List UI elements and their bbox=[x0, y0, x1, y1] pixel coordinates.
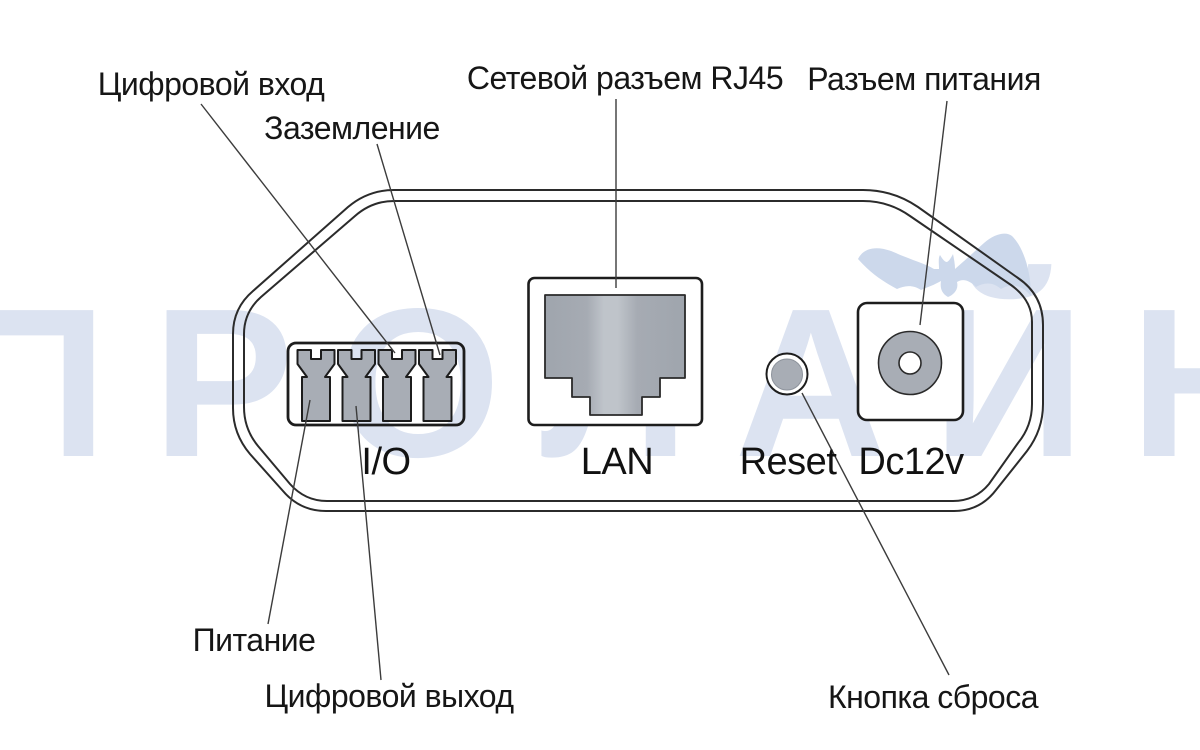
leader-lines bbox=[200, 99, 950, 681]
label-power: Питание bbox=[193, 622, 316, 658]
label-reset: Reset bbox=[740, 441, 838, 483]
io-block-frame bbox=[286, 341, 466, 427]
io-terminal-1 bbox=[296, 349, 336, 422]
device-rear-panel bbox=[232, 189, 1044, 512]
label-ground: Заземление bbox=[264, 110, 440, 146]
port-labels: I/O LAN Reset Dc12v bbox=[361, 441, 964, 483]
leader-power bbox=[267, 399, 311, 625]
label-io: I/O bbox=[361, 441, 410, 483]
leader-power-connector bbox=[919, 100, 948, 326]
leader-digital-input bbox=[200, 103, 396, 354]
label-digital-input: Цифровой вход bbox=[98, 66, 325, 102]
bat-logo-icon bbox=[858, 233, 1031, 297]
leader-reset bbox=[801, 392, 950, 676]
reset-button-hole bbox=[765, 352, 809, 396]
rj45-jack bbox=[544, 294, 686, 416]
label-network-rj45: Сетевой разъем RJ45 bbox=[467, 60, 783, 96]
lan-port bbox=[527, 276, 704, 427]
device-outline-inner bbox=[243, 200, 1033, 502]
label-lan: LAN bbox=[581, 441, 653, 483]
callout-labels: Цифровой вход Заземление Сетевой разъем … bbox=[98, 60, 1042, 715]
io-terminal-4 bbox=[418, 349, 457, 422]
reset-inner-button bbox=[771, 358, 803, 391]
label-dc12v: Dc12v bbox=[858, 441, 964, 483]
label-reset-button: Кнопка сброса bbox=[828, 679, 1039, 715]
leader-ground bbox=[376, 143, 441, 356]
device-outline-outer bbox=[232, 189, 1044, 512]
label-digital-output: Цифровой выход bbox=[264, 678, 514, 714]
io-terminal-block bbox=[286, 341, 466, 427]
dc-power-jack bbox=[856, 301, 965, 422]
label-power-connector: Разъем питания bbox=[807, 61, 1041, 97]
io-terminal-3 bbox=[377, 349, 417, 422]
dc-jack-pin-hole bbox=[898, 351, 922, 375]
leader-digital-output bbox=[355, 405, 382, 681]
